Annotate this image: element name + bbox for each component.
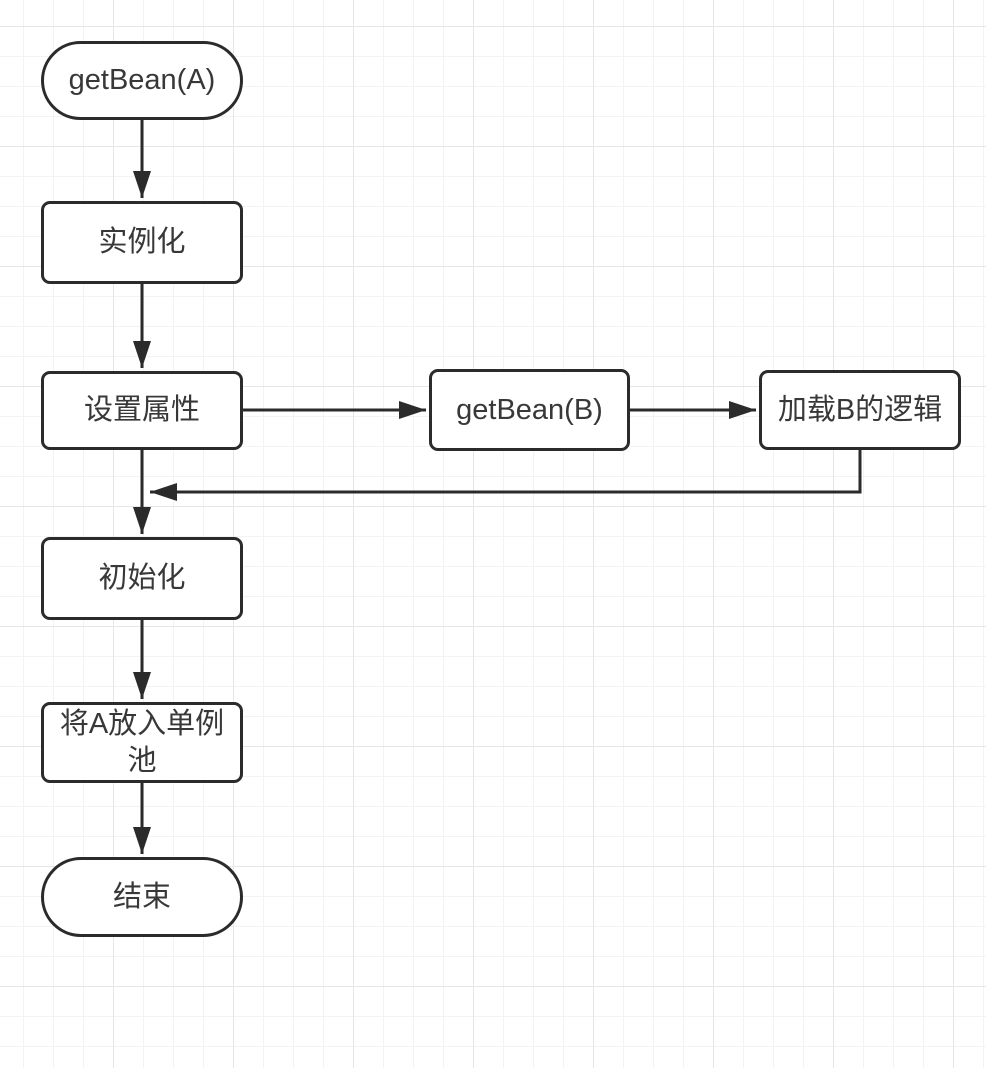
node-initialize-label: 初始化 xyxy=(98,562,186,595)
node-end[interactable]: 结束 xyxy=(41,857,243,937)
node-set-properties[interactable]: 设置属性 xyxy=(41,371,243,450)
node-instantiate-label: 实例化 xyxy=(98,226,186,259)
node-getbean-b[interactable]: getBean(B) xyxy=(429,369,630,451)
node-getbean-a[interactable]: getBean(A) xyxy=(41,41,243,120)
node-getbean-b-label: getBean(B) xyxy=(456,393,603,426)
edge-load-b-logic-back-to-main-flow[interactable] xyxy=(150,450,862,501)
node-getbean-a-label: getBean(A) xyxy=(68,64,216,97)
node-load-b-logic[interactable]: 加载B的逻辑 xyxy=(759,370,961,450)
node-initialize[interactable]: 初始化 xyxy=(41,537,243,620)
node-set-properties-label: 设置属性 xyxy=(83,394,200,427)
node-put-a-into-singleton-pool[interactable]: 将A放入单例池 xyxy=(41,702,243,783)
node-end-label: 结束 xyxy=(112,880,171,913)
node-instantiate[interactable]: 实例化 xyxy=(41,201,243,284)
node-put-a-into-singleton-pool-label: 将A放入单例池 xyxy=(59,708,225,777)
node-load-b-logic-label: 加载B的逻辑 xyxy=(777,393,943,426)
